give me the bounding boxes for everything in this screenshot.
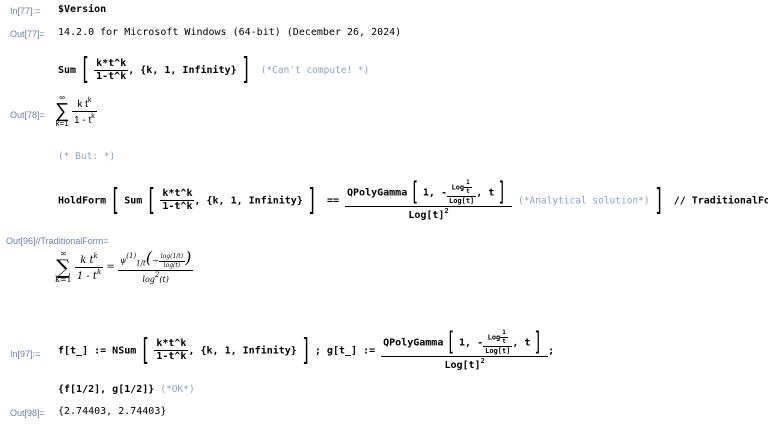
g-log-t-denominator: Log[t] bbox=[485, 347, 511, 355]
psi-order: (1) bbox=[126, 252, 137, 261]
log-t-squared: Log[t] bbox=[408, 210, 445, 221]
sum-head: Sum bbox=[58, 65, 77, 76]
nsum-numerator: k*t^k bbox=[154, 338, 189, 351]
sum-upper-limit: ∞ bbox=[59, 93, 65, 102]
exponent-two: 2 bbox=[444, 207, 449, 215]
cell-label-out78: Out[78]= bbox=[10, 110, 45, 120]
psi-base: 1/t bbox=[136, 259, 146, 268]
tf-num-exp: k bbox=[93, 251, 98, 260]
tf-sigma-icon: ∑ bbox=[56, 255, 71, 279]
g-exponent-two: 2 bbox=[480, 357, 485, 365]
frac-t: t bbox=[466, 188, 470, 195]
holdform-denominator: 1-t^k bbox=[162, 201, 193, 212]
log-t-denominator: Log[t] bbox=[448, 197, 475, 205]
semicolon: ; bbox=[548, 345, 555, 357]
tf-log-t: log(t) bbox=[163, 261, 181, 269]
out-numerator: k t bbox=[77, 98, 88, 110]
comment-ok: (*OK*) bbox=[160, 384, 195, 395]
tf-sum-upper: ∞ bbox=[59, 249, 67, 258]
sum-lower-limit: k=1 bbox=[55, 119, 69, 128]
input-evaluate-line[interactable]: {f[1/2], g[1/2]} (*OK*) bbox=[58, 385, 195, 395]
output-version: 14.2.0 for Microsoft Windows (64-bit) (D… bbox=[58, 27, 402, 38]
cell-label-out98: Out[98]= bbox=[10, 408, 45, 418]
comment-analytical: (*Analytical solution*) bbox=[518, 195, 650, 207]
g-definition: ; g[t_] := bbox=[314, 345, 376, 357]
tf-log-arg: (t) bbox=[159, 274, 169, 284]
g-log-label: Log bbox=[487, 333, 501, 342]
tf-log-exp: 2 bbox=[154, 270, 160, 279]
g-qpolygamma-args: 1, - bbox=[459, 337, 484, 349]
sum-numerator: k*t^k bbox=[94, 57, 129, 71]
comment-cant-compute: (*Can't compute! *) bbox=[260, 65, 370, 76]
f-definition: f[t_] := NSum bbox=[58, 345, 137, 357]
tf-log: log bbox=[142, 274, 155, 284]
output-values: {2.74403, 2.74403} bbox=[58, 406, 167, 417]
psi-symbol: ψ bbox=[119, 256, 127, 266]
g-qpolygamma-head: QPolyGamma bbox=[383, 337, 444, 349]
cell-label-in77: In[77]:= bbox=[10, 6, 41, 16]
out-numerator-exp: k bbox=[87, 96, 92, 104]
g-qpolygamma-t: , t bbox=[512, 337, 531, 349]
nsum-denominator: 1-t^k bbox=[156, 351, 187, 362]
cell-label-out77: Out[77]= bbox=[10, 29, 45, 39]
qpolygamma-head: QPolyGamma bbox=[347, 187, 408, 199]
comment-but[interactable]: (* But: *) bbox=[58, 151, 116, 162]
log-label: Log bbox=[451, 183, 465, 192]
frac-one: 1 bbox=[464, 179, 472, 188]
holdform-numerator: k*t^k bbox=[160, 188, 195, 201]
tf-sum-lower: k=1 bbox=[55, 275, 72, 284]
evaluate-expression: {f[1/2], g[1/2]} bbox=[58, 384, 155, 395]
sum-iterator: , {k, 1, Infinity} bbox=[128, 65, 237, 76]
out-denominator: 1 - t bbox=[74, 114, 92, 126]
qpolygamma-t: , t bbox=[476, 187, 495, 199]
qpolygamma-args: 1, - bbox=[422, 187, 447, 199]
holdform-head: HoldForm bbox=[58, 195, 107, 207]
tf-log-1-over-t: log(1/t) bbox=[158, 252, 186, 262]
sum-denominator: 1-t^k bbox=[96, 70, 127, 82]
traditionalform-postfix: // TraditionalForm bbox=[673, 195, 768, 207]
input-version[interactable]: $Version bbox=[58, 4, 107, 15]
tf-denominator: 1 - t bbox=[76, 270, 97, 282]
tf-numerator: k t bbox=[80, 254, 94, 266]
cell-label-out96: Out[96]//TraditionalForm= bbox=[6, 236, 109, 246]
sigma-icon: ∑ bbox=[55, 100, 70, 122]
nsum-iterator: , {k, 1, Infinity} bbox=[188, 345, 297, 357]
out-denominator-exp: k bbox=[91, 112, 95, 120]
g-frac-t: t bbox=[502, 338, 506, 345]
tf-den-exp: k bbox=[96, 267, 102, 276]
holdform-iterator: , {k, 1, Infinity} bbox=[194, 195, 303, 207]
cell-label-in97: In[97]:= bbox=[10, 349, 41, 359]
equal-sign: == bbox=[326, 195, 339, 207]
holdform-inner-sum: Sum bbox=[124, 195, 143, 207]
tf-equal: = bbox=[106, 261, 115, 273]
g-log-t-squared: Log[t] bbox=[444, 360, 481, 371]
g-frac-one: 1 bbox=[500, 329, 508, 338]
